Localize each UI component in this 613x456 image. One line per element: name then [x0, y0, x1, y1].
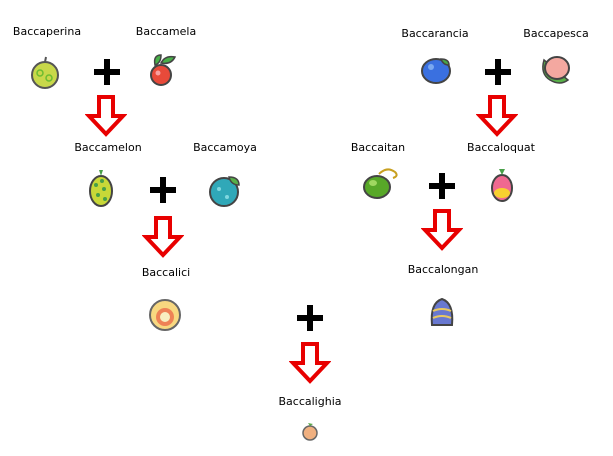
baccaloquat-berry-icon: [491, 169, 513, 202]
baccamelon-berry-icon: [89, 170, 113, 207]
label-baccaitan: Baccaitan: [350, 141, 406, 154]
label-baccamela: Baccamela: [135, 25, 197, 38]
baccaitan-berry-icon: [363, 168, 398, 199]
baccalici-berry-icon: [149, 299, 181, 331]
label-baccalongan: Baccalongan: [407, 263, 479, 276]
label-baccalici: Baccalici: [141, 266, 191, 279]
plus-icon: [297, 305, 323, 331]
baccaperina-berry-icon: [31, 56, 59, 89]
plus-icon: [94, 59, 120, 85]
plus-icon: [429, 173, 455, 199]
label-baccapesca: Baccapesca: [523, 27, 589, 40]
baccamoya-berry-icon: [209, 176, 240, 207]
label-baccaperina: Baccaperina: [12, 25, 82, 38]
arrow-down-icon: [289, 342, 331, 384]
arrow-down-icon: [476, 95, 518, 137]
baccalighia-berry-icon: [302, 423, 318, 441]
plus-icon: [150, 177, 176, 203]
label-baccaloquat: Baccaloquat: [467, 141, 535, 154]
arrow-down-icon: [421, 209, 463, 251]
arrow-down-icon: [85, 95, 127, 137]
baccapesca-berry-icon: [542, 56, 570, 84]
label-baccamelon: Baccamelon: [74, 141, 142, 154]
baccarancia-berry-icon: [421, 58, 451, 84]
plus-icon: [485, 59, 511, 85]
baccamela-berry-icon: [150, 54, 177, 86]
arrow-down-icon: [142, 216, 184, 258]
label-baccamoya: Baccamoya: [193, 141, 257, 154]
label-baccarancia: Baccarancia: [401, 27, 469, 40]
label-baccalighia: Baccalighia: [278, 395, 342, 408]
baccalongan-berry-icon: [430, 297, 454, 326]
